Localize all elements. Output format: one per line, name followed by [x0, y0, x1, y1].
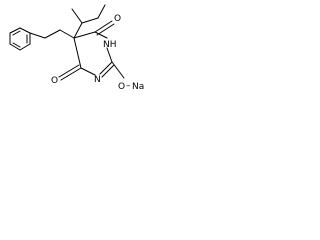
sec-butyl-group	[71, 4, 106, 39]
benzene-ring	[9, 27, 31, 51]
ring-nitrogen-upper-label: NH	[103, 40, 117, 50]
carbonyl-bonds	[58, 20, 115, 81]
pyrimidine-ring	[73, 31, 115, 78]
ethyl-linker	[29, 29, 75, 39]
ether-oxygen-label: O	[118, 82, 125, 92]
carbonyl-oxygen-top-label: O	[114, 14, 121, 24]
sodium-oxide-substituent	[111, 61, 125, 79]
chemical-structure: O NH O N O – Na	[9, 4, 144, 92]
carbonyl-oxygen-bottom-label: O	[51, 76, 58, 86]
bond-connector-label: –	[126, 81, 131, 91]
sodium-label: Na	[132, 82, 144, 92]
ring-nitrogen-lower-label: N	[94, 75, 101, 85]
